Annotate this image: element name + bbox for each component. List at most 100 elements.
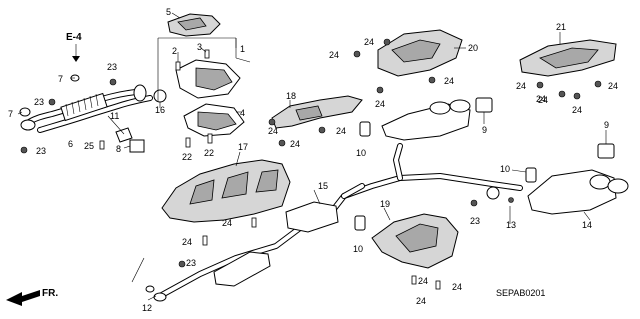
nut-24-21c — [573, 92, 581, 100]
hanger-10-rear — [525, 167, 537, 183]
nut-23-12 — [178, 260, 186, 268]
callout-24-q: 24 — [536, 94, 546, 104]
callout-17: 17 — [238, 142, 248, 152]
nut-24-20c — [428, 76, 436, 84]
bolt-22-b — [207, 133, 213, 144]
gasket-16 — [153, 89, 167, 103]
nut-24-18a — [268, 118, 276, 126]
gasket-12 — [153, 292, 167, 302]
reference-code: SEPAB0201 — [496, 288, 545, 298]
nut-23-a — [48, 98, 56, 106]
front-direction-arrow — [6, 290, 40, 306]
callout-24-p: 24 — [452, 282, 462, 292]
callout-14: 14 — [582, 220, 592, 230]
callout-8: 8 — [116, 144, 121, 154]
nut-23-mid — [470, 199, 478, 207]
bolt-3 — [204, 49, 210, 59]
callout-22-b: 22 — [204, 148, 214, 158]
callout-24-l: 24 — [222, 218, 232, 228]
main-exhaust-pipe — [157, 143, 523, 299]
callout-13: 13 — [506, 220, 516, 230]
callout-23-d: 23 — [186, 258, 196, 268]
callout-24-m: 24 — [182, 237, 192, 247]
tailpipe-upper-a — [429, 101, 451, 115]
tailpipe-a — [589, 174, 611, 190]
callout-24-a: 24 — [364, 37, 374, 47]
callout-24-g: 24 — [336, 126, 346, 136]
tailpipe-upper-b — [449, 99, 471, 113]
callout-24-d: 24 — [375, 99, 385, 109]
callout-16: 16 — [155, 105, 165, 115]
callout-23-b: 23 — [34, 97, 44, 107]
callout-labels: 1 2 3 4 5 6 7 7 8 9 9 10 10 10 11 12 13 … — [8, 7, 618, 313]
callout-10-lower: 10 — [353, 244, 363, 254]
front-direction-label: FR. — [42, 288, 58, 299]
hanger-9-upper — [475, 97, 493, 113]
nut-24-21a — [536, 81, 544, 89]
bolt-25 — [99, 140, 105, 150]
gasket-13 — [508, 197, 514, 203]
callout-9-upper: 9 — [482, 125, 487, 135]
gasket-flange-mid — [486, 186, 500, 200]
callout-9-rear: 9 — [604, 120, 609, 130]
leader-lines — [17, 12, 607, 301]
callout-12: 12 — [142, 303, 152, 313]
nut-24-21d — [594, 80, 602, 88]
callout-10-rear: 10 — [500, 164, 510, 174]
callout-24-o: 24 — [416, 296, 426, 306]
callout-22-a: 22 — [182, 152, 192, 162]
callout-25: 25 — [84, 141, 94, 151]
callout-3: 3 — [197, 42, 202, 52]
bolt-24-19b — [435, 280, 441, 290]
callout-7-lower: 7 — [8, 109, 13, 119]
callout-15: 15 — [318, 181, 328, 191]
flexible-joint — [60, 92, 108, 122]
bolt-24-17a — [202, 235, 208, 246]
callout-24-f: 24 — [290, 139, 300, 149]
callout-24-j: 24 — [572, 105, 582, 115]
callout-4: 4 — [240, 108, 245, 118]
section-code: E-4 — [66, 32, 82, 43]
bolt-24-17b — [251, 217, 257, 228]
bracket-11 — [115, 127, 133, 143]
callout-19: 19 — [380, 199, 390, 209]
hanger-10-lower — [354, 215, 366, 231]
nut-23-c — [20, 146, 28, 154]
callout-23-c: 23 — [36, 146, 46, 156]
callout-24-b: 24 — [329, 50, 339, 60]
rear-flange — [133, 84, 147, 102]
section-code-arrowhead — [72, 56, 80, 62]
center-muffler-15 — [285, 201, 339, 233]
nut-24-20b — [353, 50, 361, 58]
front-exhaust-pipe — [20, 84, 153, 133]
callout-5: 5 — [166, 7, 171, 17]
front-flange — [20, 119, 36, 131]
hanger-10-upper — [359, 121, 371, 137]
callout-20: 20 — [468, 43, 478, 53]
callout-23-e: 23 — [470, 216, 480, 226]
callout-24-e: 24 — [268, 126, 278, 136]
bolt-22-a — [185, 137, 191, 148]
gasket-7-lower — [19, 107, 31, 117]
nut-23-b — [109, 78, 117, 86]
bolt-2 — [175, 61, 181, 71]
callout-7-upper: 7 — [58, 74, 63, 84]
nut-24-18c — [318, 126, 326, 134]
callout-21: 21 — [556, 22, 566, 32]
callout-1: 1 — [240, 44, 245, 54]
nut-24-20d — [376, 86, 384, 94]
hanger-bracket-8 — [129, 139, 145, 153]
tailpipe-b — [607, 178, 629, 194]
resonator — [213, 251, 271, 287]
callout-10-upper: 10 — [356, 148, 366, 158]
callout-18: 18 — [286, 91, 296, 101]
nut-24-18b — [278, 139, 286, 147]
callout-2: 2 — [172, 46, 177, 56]
bolt-24-19a — [411, 275, 417, 285]
callout-11: 11 — [110, 111, 119, 121]
callout-6: 6 — [68, 139, 73, 149]
callout-23-a: 23 — [107, 62, 117, 72]
callout-24-c: 24 — [444, 76, 454, 86]
muffler-upper — [381, 103, 471, 141]
